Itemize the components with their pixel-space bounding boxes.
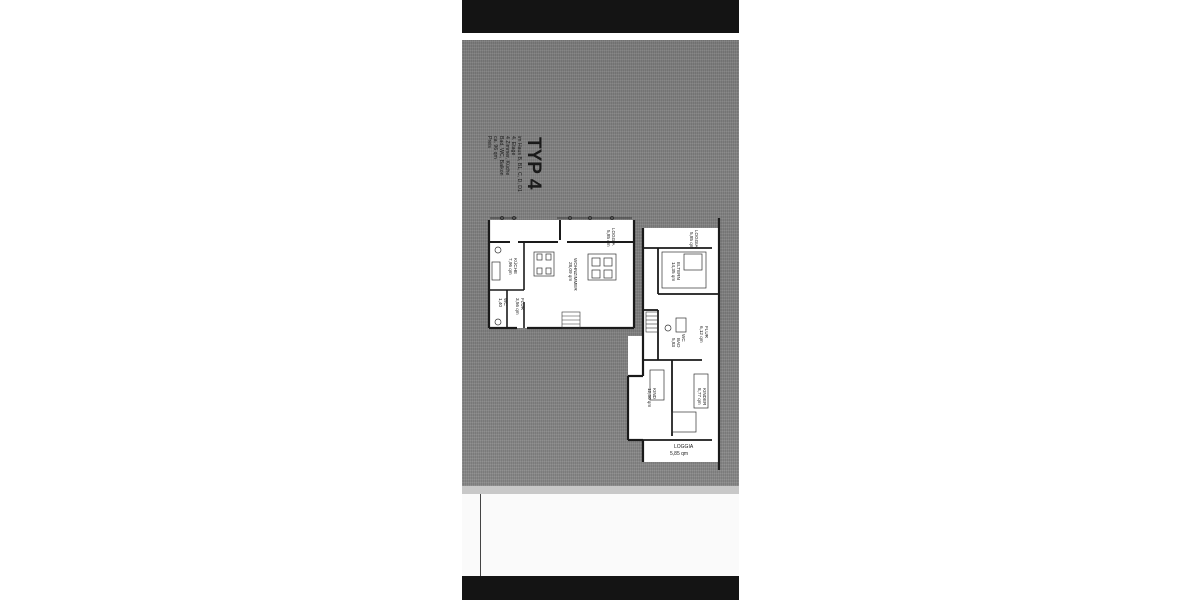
- room-name-loggia: LOGGIA: [674, 444, 694, 450]
- blank-page-area: [462, 494, 739, 576]
- room-area-wohnzimmer: 28,09 qm: [568, 262, 573, 281]
- room-name-bad: BAD: [676, 338, 681, 348]
- room-name-wohnzimmer: WOHNZIMMER: [573, 258, 578, 291]
- room-name-loggia: LOGGIA: [694, 230, 699, 249]
- info-line: ca. 96 qm: [492, 136, 498, 159]
- floor-plan-drawing: TYP 4 im Haus B, B1, C, D, D1 4. Etage 4…: [486, 136, 721, 470]
- room-area-kind: 12,30 qm: [647, 388, 652, 407]
- room-area-kueche: 7,96 qm: [508, 258, 513, 275]
- room-name-eltern: ELTERN: [676, 262, 681, 280]
- room-area-loggia: 5,85 qm: [670, 451, 688, 457]
- upper-floor-labels: LOGGIA 5,85 qm ELTERN 14,35 qm FLUR 6,12…: [647, 230, 709, 457]
- room-area-loggia: 5,85 qm: [606, 230, 611, 247]
- upper-furniture: [649, 251, 709, 433]
- furniture: [491, 246, 617, 326]
- room-name-kind: KIND: [652, 388, 657, 400]
- room-name-kinder: KINDER: [702, 388, 707, 406]
- room-name-wc: WC: [681, 334, 686, 342]
- room-area-loggia: 5,85 qm: [689, 232, 694, 249]
- upper-floor-loggia: [643, 440, 719, 462]
- room-name-wc: WC: [503, 298, 508, 306]
- room-area-kinder: 8,77 qm: [697, 388, 702, 405]
- upper-floor-unit: LOGGIA 5,85 qm ELTERN 14,35 qm FLUR 6,12…: [626, 218, 721, 470]
- lower-floor-area: [489, 220, 634, 328]
- bottom-black-bar: [462, 576, 739, 600]
- room-area-flur: 3,56 qm: [515, 298, 520, 315]
- info-line: Bad, WC, Balkon: [498, 136, 504, 176]
- window-markers: [490, 216, 632, 220]
- top-black-bar: [462, 0, 739, 33]
- info-line: Preis: [486, 136, 492, 148]
- title-block: TYP 4 im Haus B, B1, C, D, D1 4. Etage 4…: [486, 136, 544, 192]
- info-line: 4. Etage: [510, 136, 516, 155]
- room-area-eltern: 14,35 qm: [671, 262, 676, 281]
- room-area-bad: 5,83: [671, 338, 676, 347]
- info-line: im Haus B, B1, C, D, D1: [516, 136, 522, 192]
- plan-title: TYP 4: [523, 137, 544, 190]
- info-line: 4 Zimmer, Küche: [504, 136, 510, 175]
- room-name-loggia: LOGGIA: [611, 228, 616, 247]
- room-area-wc: 1,40: [498, 298, 503, 307]
- lower-floor-labels: LOGGIA 5,85 qm WOHNZIMMER 28,09 qm KÜCHE…: [498, 228, 616, 315]
- scan-edge: [462, 486, 739, 494]
- room-area-flur: 6,12 qm: [699, 326, 704, 343]
- lower-floor-unit: LOGGIA 5,85 qm WOHNZIMMER 28,09 qm KÜCHE…: [487, 220, 636, 330]
- image-viewer: TYP 4 im Haus B, B1, C, D, D1 4. Etage 4…: [462, 0, 739, 600]
- page-margin-line: [480, 494, 481, 576]
- scanned-floor-plan: TYP 4 im Haus B, B1, C, D, D1 4. Etage 4…: [462, 40, 739, 486]
- room-name-kueche: KÜCHE: [513, 258, 519, 274]
- room-name-flur: FLUR: [704, 326, 709, 339]
- room-name-flur: FLUR: [520, 298, 525, 311]
